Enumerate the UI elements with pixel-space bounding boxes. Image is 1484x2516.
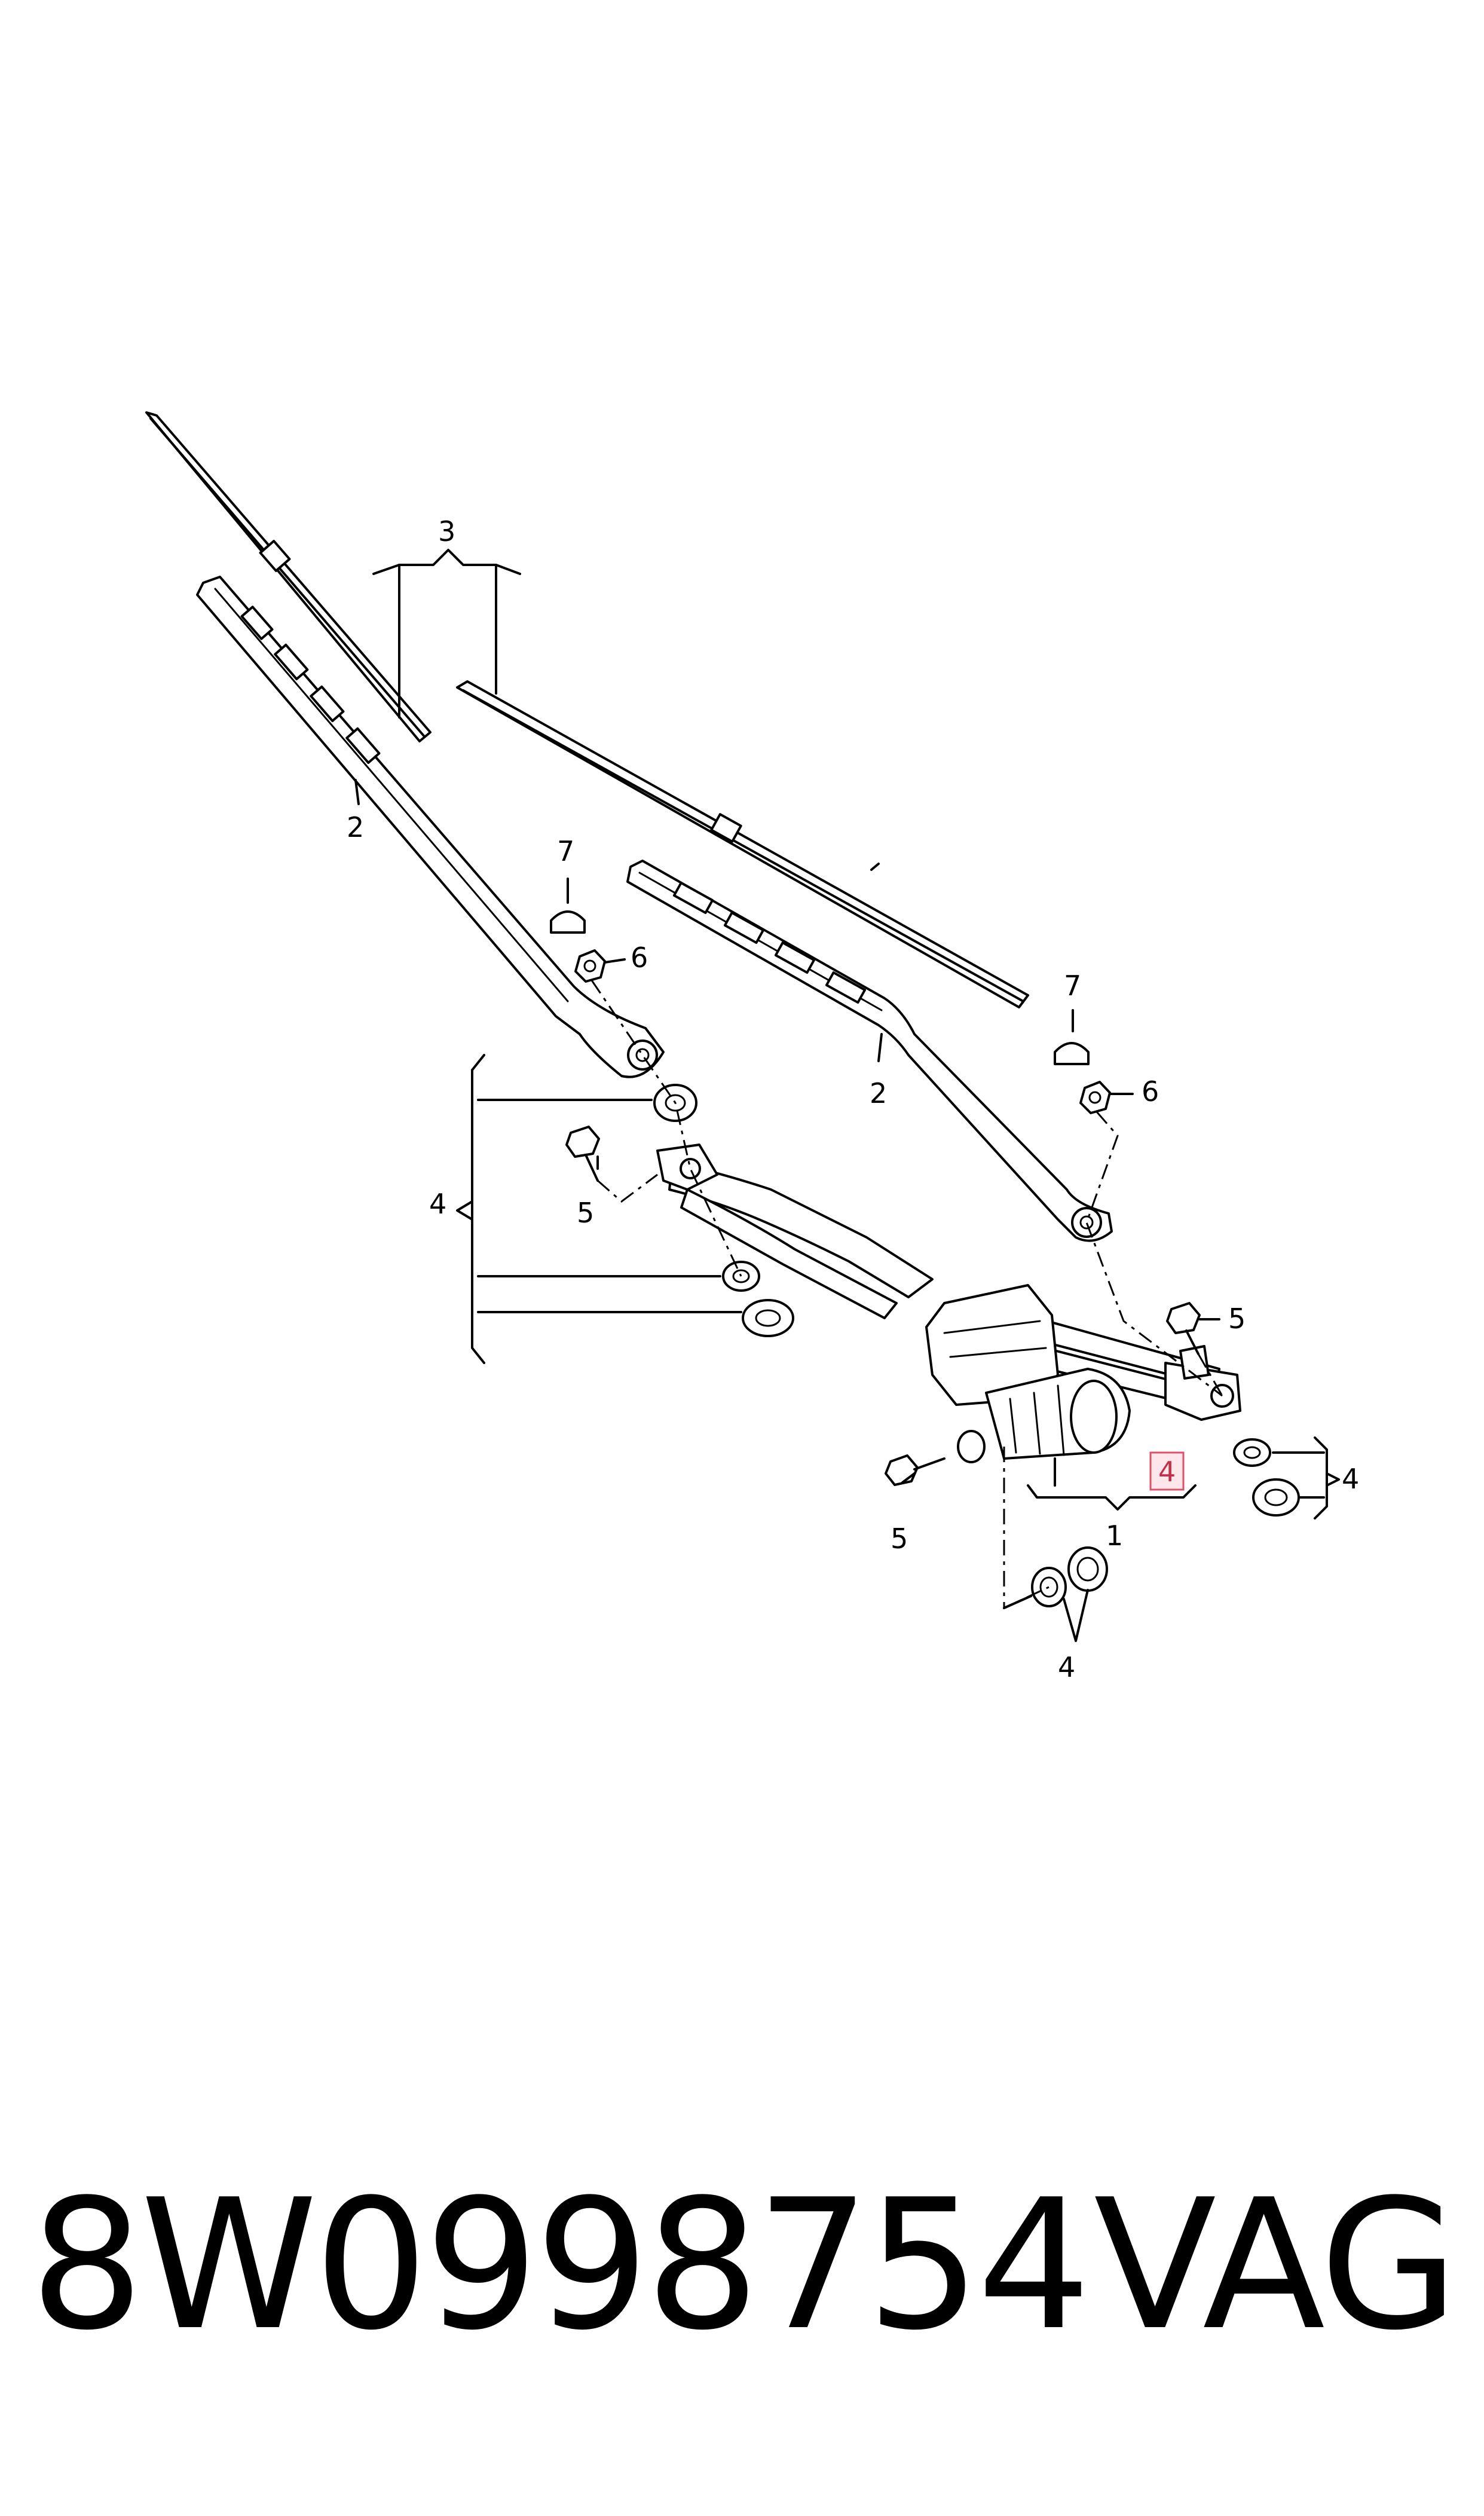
callout-7-left-cap: 7 [557,835,574,867]
leader-lines [354,549,1340,1642]
caps-and-nuts [550,910,1111,1114]
brand-name: VAG [1094,2161,1458,2370]
callout-6-right-nut: 6 [1142,1075,1159,1108]
wiper-blade-left [145,411,432,742]
highlighted-callout-text: 4 [1158,1456,1176,1488]
callout-3-blades: 3 [438,515,455,548]
callout-4-right-seals: 4 [1342,1463,1359,1495]
callout-2-left-arm: 2 [347,811,364,843]
callout-4-bottom-seals: 4 [1058,1651,1075,1683]
wiper-arm-left [196,576,665,1078]
callout-5-left-bolt: 5 [577,1197,594,1229]
callout-labels: 3 2 2 7 6 7 6 4 5 5 4 1 5 4 [347,515,1359,1683]
callout-2-right-arm: 2 [870,1077,887,1109]
callout-4-left-seals: 4 [429,1188,446,1220]
callout-1-motor: 1 [1106,1520,1123,1552]
wiper-arm-right [626,860,1113,1242]
callout-7-right-cap: 7 [1064,970,1081,1002]
callout-5-right-bolt: 5 [1228,1303,1246,1335]
wiper-linkage-motor [656,1144,1241,1460]
highlighted-callout: 4 [1149,1451,1185,1491]
wiper-blade-right [456,680,1029,1008]
callout-5-bottom-bolt: 5 [891,1523,908,1555]
part-number: 8W0998754 [30,2161,1091,2370]
callout-6-left-nut: 6 [631,941,648,974]
